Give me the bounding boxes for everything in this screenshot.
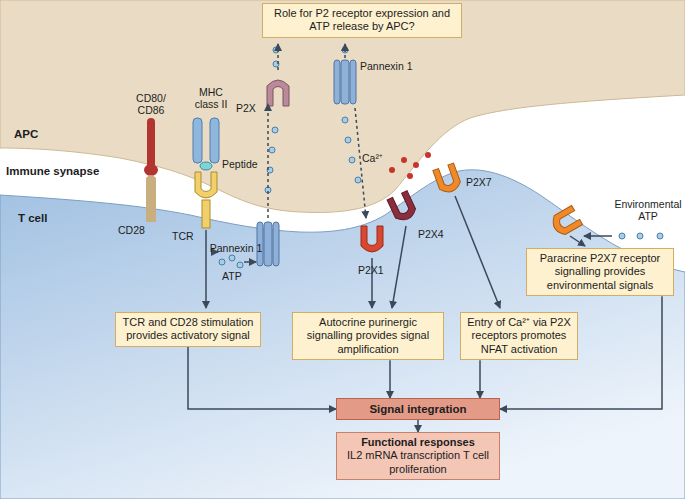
t-cell [0, 170, 685, 499]
output-box: Functional responsesIL2 mRNA transcripti… [336, 432, 500, 480]
box-text: IL2 mRNA transcription T cell proliferat… [343, 449, 493, 476]
pannexin-apc [334, 60, 356, 104]
question-box: Role for P2 receptor expression and ATP … [262, 3, 462, 38]
integration-box: Signal integration [336, 398, 500, 420]
receptor-name: P2X4 [418, 228, 452, 240]
region-name: Immune synapse [6, 165, 116, 178]
molecule-name: CD80/ CD86 [128, 92, 174, 116]
molecule-name: CD28 [118, 224, 148, 236]
p2x-apc [267, 80, 289, 106]
molecule-name: Environmental ATP [612, 198, 684, 222]
flow-arrow [389, 360, 391, 398]
process-box: Entry of Ca²⁺ via P2X receptors promotes… [460, 312, 578, 360]
apc-cell [0, 0, 685, 212]
box-text: Signal integration [343, 402, 493, 416]
molecule-name: ATP [222, 270, 252, 282]
box-text: TCR and CD28 stimulation provides activa… [122, 316, 254, 343]
channel-name: Pannexin 1 [360, 60, 430, 72]
box-text: Autocrine purinergic signalling provides… [299, 316, 437, 356]
flow-arrow [417, 420, 419, 432]
box-text: Role for P2 receptor expression and ATP … [269, 7, 455, 34]
receptor-name: P2X1 [358, 264, 392, 276]
cell-name: T cell [18, 212, 68, 225]
box-text: Functional responses [343, 436, 493, 449]
molecule-name: Peptide [222, 158, 272, 170]
molecule-name: TCR [172, 230, 202, 242]
channel-name: Pannexin 1 [208, 242, 264, 254]
ion-name: Ca²⁺ [362, 152, 392, 164]
calcium-dots [389, 152, 431, 179]
flow-arrow [479, 360, 481, 398]
process-box: Autocrine purinergic signalling provides… [292, 312, 444, 360]
molecule-name: MHC class II [186, 86, 236, 110]
atp-dots [219, 47, 663, 268]
p2x1 [361, 226, 383, 252]
p2x4 [387, 191, 418, 224]
cell-name: APC [14, 128, 54, 141]
tcr [195, 172, 217, 198]
p2x7-paracrine [549, 205, 583, 237]
process-box: Paracrine P2X7 receptor signalling provi… [526, 248, 674, 296]
receptor-name: P2X [236, 102, 266, 114]
mhc-class-ii [193, 118, 219, 163]
box-text: Paracrine P2X7 receptor signalling provi… [533, 252, 667, 292]
receptor-name: P2X7 [466, 176, 500, 188]
cd80-cd86 [147, 118, 155, 168]
p2x7 [433, 163, 463, 195]
peptide [200, 162, 212, 170]
box-text: Entry of Ca²⁺ via P2X receptors promotes… [467, 316, 571, 356]
cd28 [146, 175, 156, 222]
process-box: TCR and CD28 stimulation provides activa… [115, 312, 261, 347]
